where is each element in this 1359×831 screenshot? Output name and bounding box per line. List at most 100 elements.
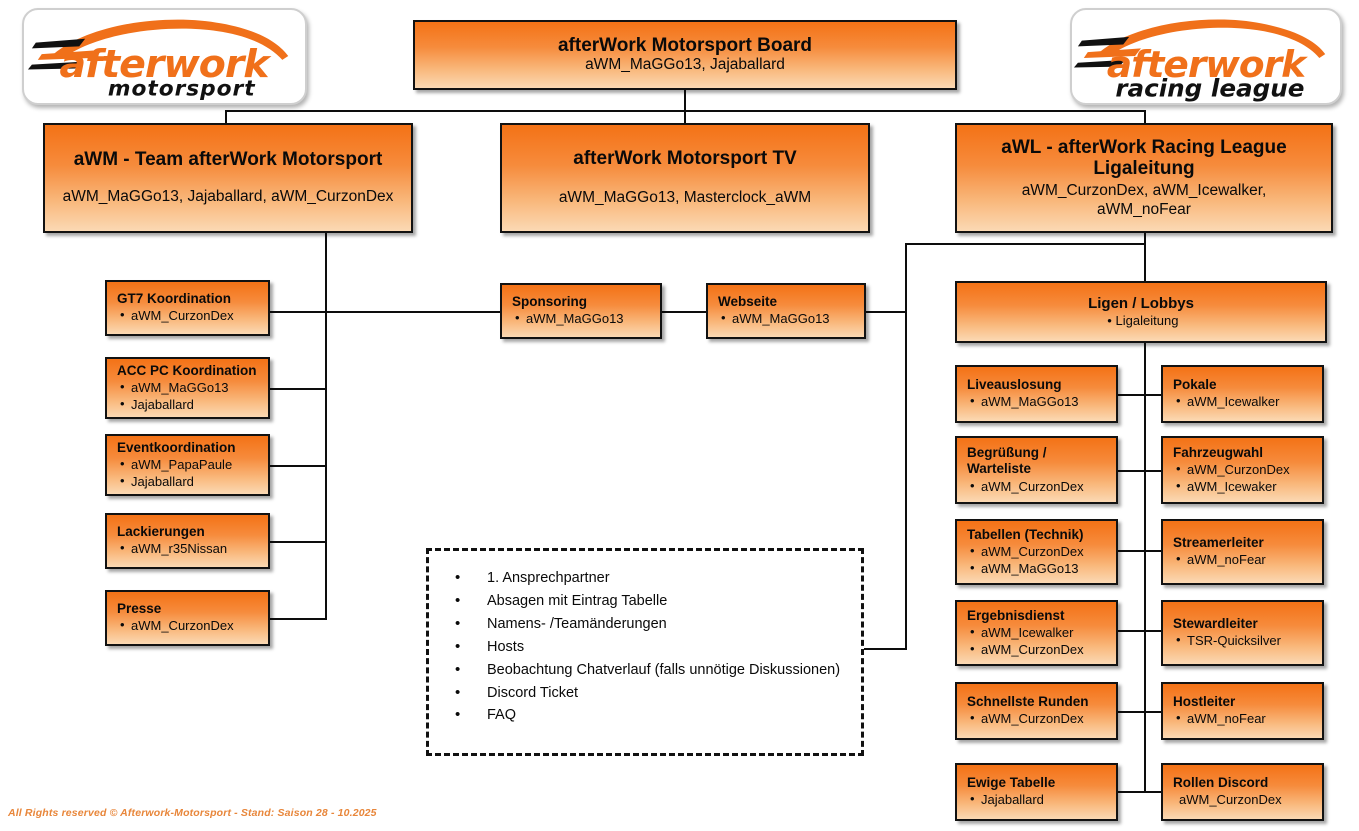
unit-people-list: TSR-Quicksilver — [1173, 631, 1314, 649]
unit-box-ergebnisdienst[interactable]: Ergebnisdienst aWM_Icewalker aWM_CurzonD… — [955, 600, 1118, 666]
unit-person: aWM_CurzonDex — [120, 306, 260, 324]
connector-league-row6-left — [1118, 791, 1146, 793]
unit-people-list: aWM_MaGGo13 — [967, 392, 1108, 410]
unit-person: aWM_PapaPaule — [120, 455, 260, 473]
unit-box-streamerleiter[interactable]: Streamerleiter aWM_noFear — [1161, 519, 1324, 585]
connector-league-row3-right — [1144, 550, 1163, 552]
unit-box-fahrzeugwahl[interactable]: Fahrzeugwahl aWM_CurzonDex aWM_Icewaker — [1161, 436, 1324, 504]
connector-riser-to-notes — [864, 648, 907, 650]
connector-awm-to-presse — [270, 618, 327, 620]
unit-box-eventkoordination[interactable]: Eventkoordination aWM_PapaPaule Jajaball… — [105, 434, 270, 496]
board-members: aWM_MaGGo13, Jajaballard — [585, 56, 785, 74]
unit-title: ACC PC Koordination — [117, 362, 257, 378]
notes-item: 1. Ansprechpartner — [455, 566, 861, 590]
svg-text:motorsport: motorsport — [108, 77, 256, 102]
connector-awm-to-gt7 — [270, 311, 327, 313]
division-awl-title-line2: Ligaleitung — [1093, 158, 1195, 180]
notes-item: Discord Ticket — [455, 681, 861, 705]
unit-box-schnellste-runden[interactable]: Schnellste Runden aWM_CurzonDex — [955, 682, 1118, 740]
unit-person: aWM_r35Nissan — [120, 539, 260, 557]
unit-person: aWM_MaGGo13 — [120, 378, 260, 396]
division-tv-members: aWM_MaGGo13, Masterclock_aWM — [558, 189, 812, 207]
unit-person: aWM_Icewalker — [1176, 392, 1314, 410]
division-tv-title: afterWork Motorsport TV — [573, 148, 797, 170]
unit-person: aWM_CurzonDex — [1176, 460, 1314, 478]
unit-people-list: aWM_CurzonDex — [1173, 791, 1314, 808]
unit-box-gt7-koordination[interactable]: GT7 Koordination aWM_CurzonDex — [105, 280, 270, 336]
unit-person: •Ligaleitung — [1104, 312, 1179, 328]
unit-box-lackierungen[interactable]: Lackierungen aWM_r35Nissan — [105, 513, 270, 569]
division-box-awl[interactable]: aWL - afterWork Racing League Ligaleitun… — [955, 123, 1333, 233]
connector-bus-to-tv — [684, 110, 686, 123]
unit-title-line2: Warteliste — [967, 461, 1032, 477]
connector-league-row2-right — [1144, 470, 1163, 472]
unit-box-presse[interactable]: Presse aWM_CurzonDex — [105, 590, 270, 646]
notes-item: Beobachtung Chatverlauf (falls unnötige … — [455, 658, 861, 682]
unit-person: aWM_CurzonDex — [970, 542, 1108, 560]
unit-title: Webseite — [718, 294, 778, 310]
board-title: afterWork Motorsport Board — [557, 35, 813, 57]
connector-league-row1-left — [1118, 394, 1146, 396]
unit-people-list: aWM_CurzonDex aWM_Icewaker — [1173, 460, 1314, 495]
svg-text:racing league: racing league — [1115, 74, 1304, 103]
unit-title: Presse — [117, 601, 162, 617]
unit-box-liveauslosung[interactable]: Liveauslosung aWM_MaGGo13 — [955, 365, 1118, 423]
connector-riser-to-awl-bus — [905, 243, 1145, 245]
division-awl-title-line1: aWL - afterWork Racing League — [1001, 136, 1287, 158]
unit-title: Eventkoordination — [117, 439, 236, 455]
connector-board-down — [684, 90, 686, 122]
connector-league-row1-right — [1144, 394, 1163, 396]
unit-box-stewardleiter[interactable]: Stewardleiter TSR-Quicksilver — [1161, 600, 1324, 666]
unit-title: Liveauslosung — [967, 377, 1062, 393]
unit-box-hostleiter[interactable]: Hostleiter aWM_noFear — [1161, 682, 1324, 740]
notes-item: FAQ — [455, 703, 861, 727]
unit-people-list: Jajaballard — [967, 790, 1108, 808]
unit-box-sponsoring[interactable]: Sponsoring aWM_MaGGo13 — [500, 283, 662, 339]
division-awm-title: aWM - Team afterWork Motorsport — [73, 149, 383, 171]
connector-league-row5-left — [1118, 711, 1146, 713]
unit-people-list: aWM_noFear — [1173, 709, 1314, 727]
unit-box-begruessung-warteliste[interactable]: Begrüßung / Warteliste aWM_CurzonDex — [955, 436, 1118, 504]
unit-person: aWM_CurzonDex — [970, 477, 1108, 495]
unit-box-tabellen-technik[interactable]: Tabellen (Technik) aWM_CurzonDex aWM_MaG… — [955, 519, 1118, 585]
unit-title: Hostleiter — [1173, 694, 1236, 710]
unit-person: aWM_MaGGo13 — [970, 559, 1108, 577]
connector-awm-to-acc — [270, 388, 327, 390]
unit-title: Lackierungen — [117, 524, 205, 540]
unit-title: Schnellste Runden — [967, 694, 1089, 710]
connector-bus-to-awm — [225, 110, 227, 123]
unit-box-rollen-discord[interactable]: Rollen Discord aWM_CurzonDex — [1161, 763, 1324, 821]
unit-title: Ligen / Lobbys — [1088, 294, 1194, 312]
unit-person: aWM_MaGGo13 — [721, 309, 856, 327]
unit-people-list: aWM_CurzonDex aWM_MaGGo13 — [967, 542, 1108, 577]
unit-box-pokale[interactable]: Pokale aWM_Icewalker — [1161, 365, 1324, 423]
unit-box-ligen-lobbys[interactable]: Ligen / Lobbys •Ligaleitung — [955, 281, 1327, 343]
unit-people-list: aWM_Icewalker — [1173, 392, 1314, 410]
connector-gt7-to-sponsoring — [325, 311, 500, 313]
unit-title: Tabellen (Technik) — [967, 526, 1084, 542]
unit-person: Jajaballard — [970, 790, 1108, 808]
unit-people-list: aWM_MaGGo13 — [718, 309, 856, 327]
connector-league-spine — [1144, 343, 1146, 793]
division-awl-members-line1: aWM_CurzonDex, aWM_Icewalker, — [1021, 182, 1267, 200]
unit-person: TSR-Quicksilver — [1176, 631, 1314, 649]
notes-item: Hosts — [455, 635, 861, 659]
board-box[interactable]: afterWork Motorsport Board aWM_MaGGo13, … — [413, 20, 957, 90]
connector-awm-spine — [325, 233, 327, 619]
unit-people-list: aWM_r35Nissan — [117, 539, 260, 557]
unit-people-list: aWM_MaGGo13 Jajaballard — [117, 378, 260, 413]
unit-people-list: aWM_CurzonDex — [117, 306, 260, 324]
division-box-awm[interactable]: aWM - Team afterWork Motorsport aWM_MaGG… — [43, 123, 413, 233]
unit-box-acc-pc-koordination[interactable]: ACC PC Koordination aWM_MaGGo13 Jajaball… — [105, 357, 270, 419]
division-box-tv[interactable]: afterWork Motorsport TV aWM_MaGGo13, Mas… — [500, 123, 870, 233]
unit-person: aWM_CurzonDex — [1179, 792, 1282, 808]
unit-people-list: aWM_MaGGo13 — [512, 309, 652, 327]
unit-person-label: Ligaleitung — [1115, 312, 1179, 328]
unit-box-ewige-tabelle[interactable]: Ewige Tabelle Jajaballard — [955, 763, 1118, 821]
afterwork-motorsport-logo: afterwork motorsport — [22, 8, 307, 105]
svg-text:afterwork: afterwork — [59, 43, 271, 87]
unit-box-webseite[interactable]: Webseite aWM_MaGGo13 — [706, 283, 866, 339]
notes-item: Namens- /Teamänderungen — [455, 612, 861, 636]
notes-list: 1. Ansprechpartner Absagen mit Eintrag T… — [429, 551, 861, 727]
